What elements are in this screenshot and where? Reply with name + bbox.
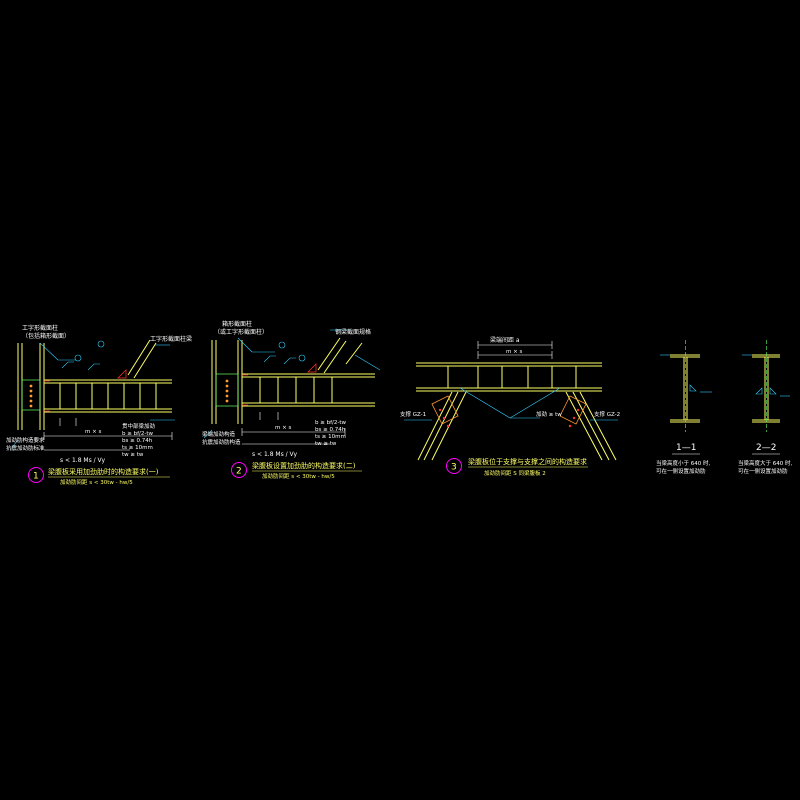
section-2-2-label: 2—2 — [756, 443, 776, 453]
detail-3-bolts — [438, 408, 580, 428]
detail-1-note-5: tw ≥ tw — [122, 452, 144, 458]
detail-2-subtitle: 加劲肋间距 s < 30tw - hw/5 — [262, 472, 335, 480]
detail-2-title: 梁腹板设置加劲肋的构造要求(二) — [252, 461, 356, 470]
detail-1-left-note-1: 加劲肋构造要求 — [6, 436, 45, 444]
detail-1-note-4: ts ≥ 10mm — [122, 445, 153, 451]
detail-1-note-3: bs ≥ 0.74h — [122, 438, 153, 444]
detail-1-note-2: b ≥ bf/2-tw — [122, 431, 154, 437]
detail-1-column — [17, 343, 45, 430]
detail-1-title: 梁腹板采用加劲肋时的构造要求(一) — [48, 467, 159, 476]
detail-2-welds — [242, 363, 317, 406]
detail-1-number: 1 — [33, 472, 39, 482]
detail-2-label-mx: m × s — [275, 425, 291, 431]
detail-2-note-3: ts ≥ 10mm — [315, 434, 346, 440]
detail-1-leaders — [9, 340, 175, 451]
detail-1-number-circle — [28, 467, 44, 483]
detail-2-number: 2 — [236, 467, 242, 477]
detail-3-middle-note: 加劲 ≥ tw — [536, 410, 562, 418]
section-1-1-label: 1—1 — [676, 443, 696, 453]
detail-2-beam — [242, 337, 375, 407]
section-2-2-note-2: 可在一侧设置加劲肋 — [738, 467, 788, 475]
detail-1-left-note-2: 抗震加劲肋标准 — [6, 444, 45, 452]
detail-2-formula: s < 1.8 Ms / Vy — [252, 451, 297, 458]
detail-2-note-1: b ≥ bf/2-tw — [315, 420, 347, 426]
detail-3-brace-left: 支撑 GZ-1 — [400, 410, 426, 418]
detail-1: 工字形截面柱 （包括箱形截面） 工字形截面柱梁 m × s 贯中部梁加劲 b ≥… — [6, 324, 192, 486]
detail-1-dimensions — [43, 418, 173, 451]
detail-3: 梁端间距 a m × s 支撑 GZ-1 支撑 GZ-2 加劲 ≥ tw 3 梁… — [400, 336, 620, 477]
detail-3-number: 3 — [451, 463, 457, 473]
detail-1-formula: s < 1.8 Ms / Vy — [60, 457, 105, 464]
section-2-2-profile — [752, 354, 780, 423]
detail-3-gusset-plates — [431, 395, 587, 425]
detail-2-leaders — [203, 329, 381, 439]
detail-3-top-dim: 梁端间距 a — [490, 336, 520, 344]
section-2-2: 2—2 当梁高度大于 640 时, 可在一侧设置加劲肋 — [738, 340, 792, 475]
detail-3-label-mx: m × s — [506, 349, 522, 355]
detail-1-callout-right: 工字形截面柱梁 — [150, 335, 192, 343]
detail-1-note-1: 贯中部梁加劲 — [122, 422, 156, 430]
detail-1-beam — [44, 339, 172, 413]
detail-2: 箱形截面柱 （或工字形截面柱） 钢梁截面规格 m × s b ≥ bf/2-tw… — [202, 320, 381, 480]
detail-3-brace-right: 支撑 GZ-2 — [594, 410, 620, 418]
section-1-1: 1—1 当梁高度小于 640 时, 可在一侧设置加劲肋 — [656, 340, 712, 475]
detail-2-dimensions — [241, 412, 346, 445]
section-1-1-annotations — [660, 354, 712, 393]
section-2-2-annotations — [742, 354, 790, 397]
detail-1-callout-top-1: 工字形截面柱 — [22, 324, 58, 332]
detail-2-callout-top-1: 箱形截面柱 — [222, 320, 252, 328]
detail-1-subtitle: 加劲肋间距 s < 30tw - hw/5 — [60, 478, 133, 486]
detail-2-left-note-2: 抗震加劲肋构造 — [202, 438, 241, 446]
detail-3-leaders — [404, 387, 618, 421]
detail-3-right-brace — [565, 391, 617, 461]
detail-3-subtitle: 加劲肋间距 S 同梁腹板 2 — [484, 469, 546, 477]
detail-2-column — [211, 340, 243, 424]
section-1-1-note-2: 可在一侧设置加劲肋 — [656, 467, 706, 475]
detail-2-bolts — [225, 379, 229, 403]
detail-1-bolts — [29, 384, 33, 408]
detail-2-callout-top-2: （或工字形截面柱） — [214, 328, 268, 336]
detail-2-note-2: bs ≥ 0.74h — [315, 427, 346, 433]
detail-1-callout-top-2: （包括箱形截面） — [22, 332, 70, 340]
detail-2-callout-right: 钢梁截面规格 — [335, 328, 371, 336]
detail-3-title: 梁腹板位于支撑与支撑之间的构造要求 — [468, 457, 587, 466]
detail-3-number-circle — [446, 458, 462, 474]
section-1-1-note-1: 当梁高度小于 640 时, — [656, 459, 710, 467]
detail-2-note-4: tw ≥ tw — [315, 441, 337, 447]
detail-2-left-note-1: 梁端加劲构造 — [202, 430, 236, 438]
detail-3-beam — [416, 362, 602, 392]
detail-1-welds — [44, 369, 127, 412]
detail-3-dimensions — [477, 341, 553, 359]
detail-1-label-mx: m × s — [85, 429, 101, 435]
section-1-1-profile — [670, 354, 700, 423]
detail-2-number-circle — [231, 462, 247, 478]
section-2-2-note-1: 当梁高度大于 640 时, — [738, 459, 792, 467]
